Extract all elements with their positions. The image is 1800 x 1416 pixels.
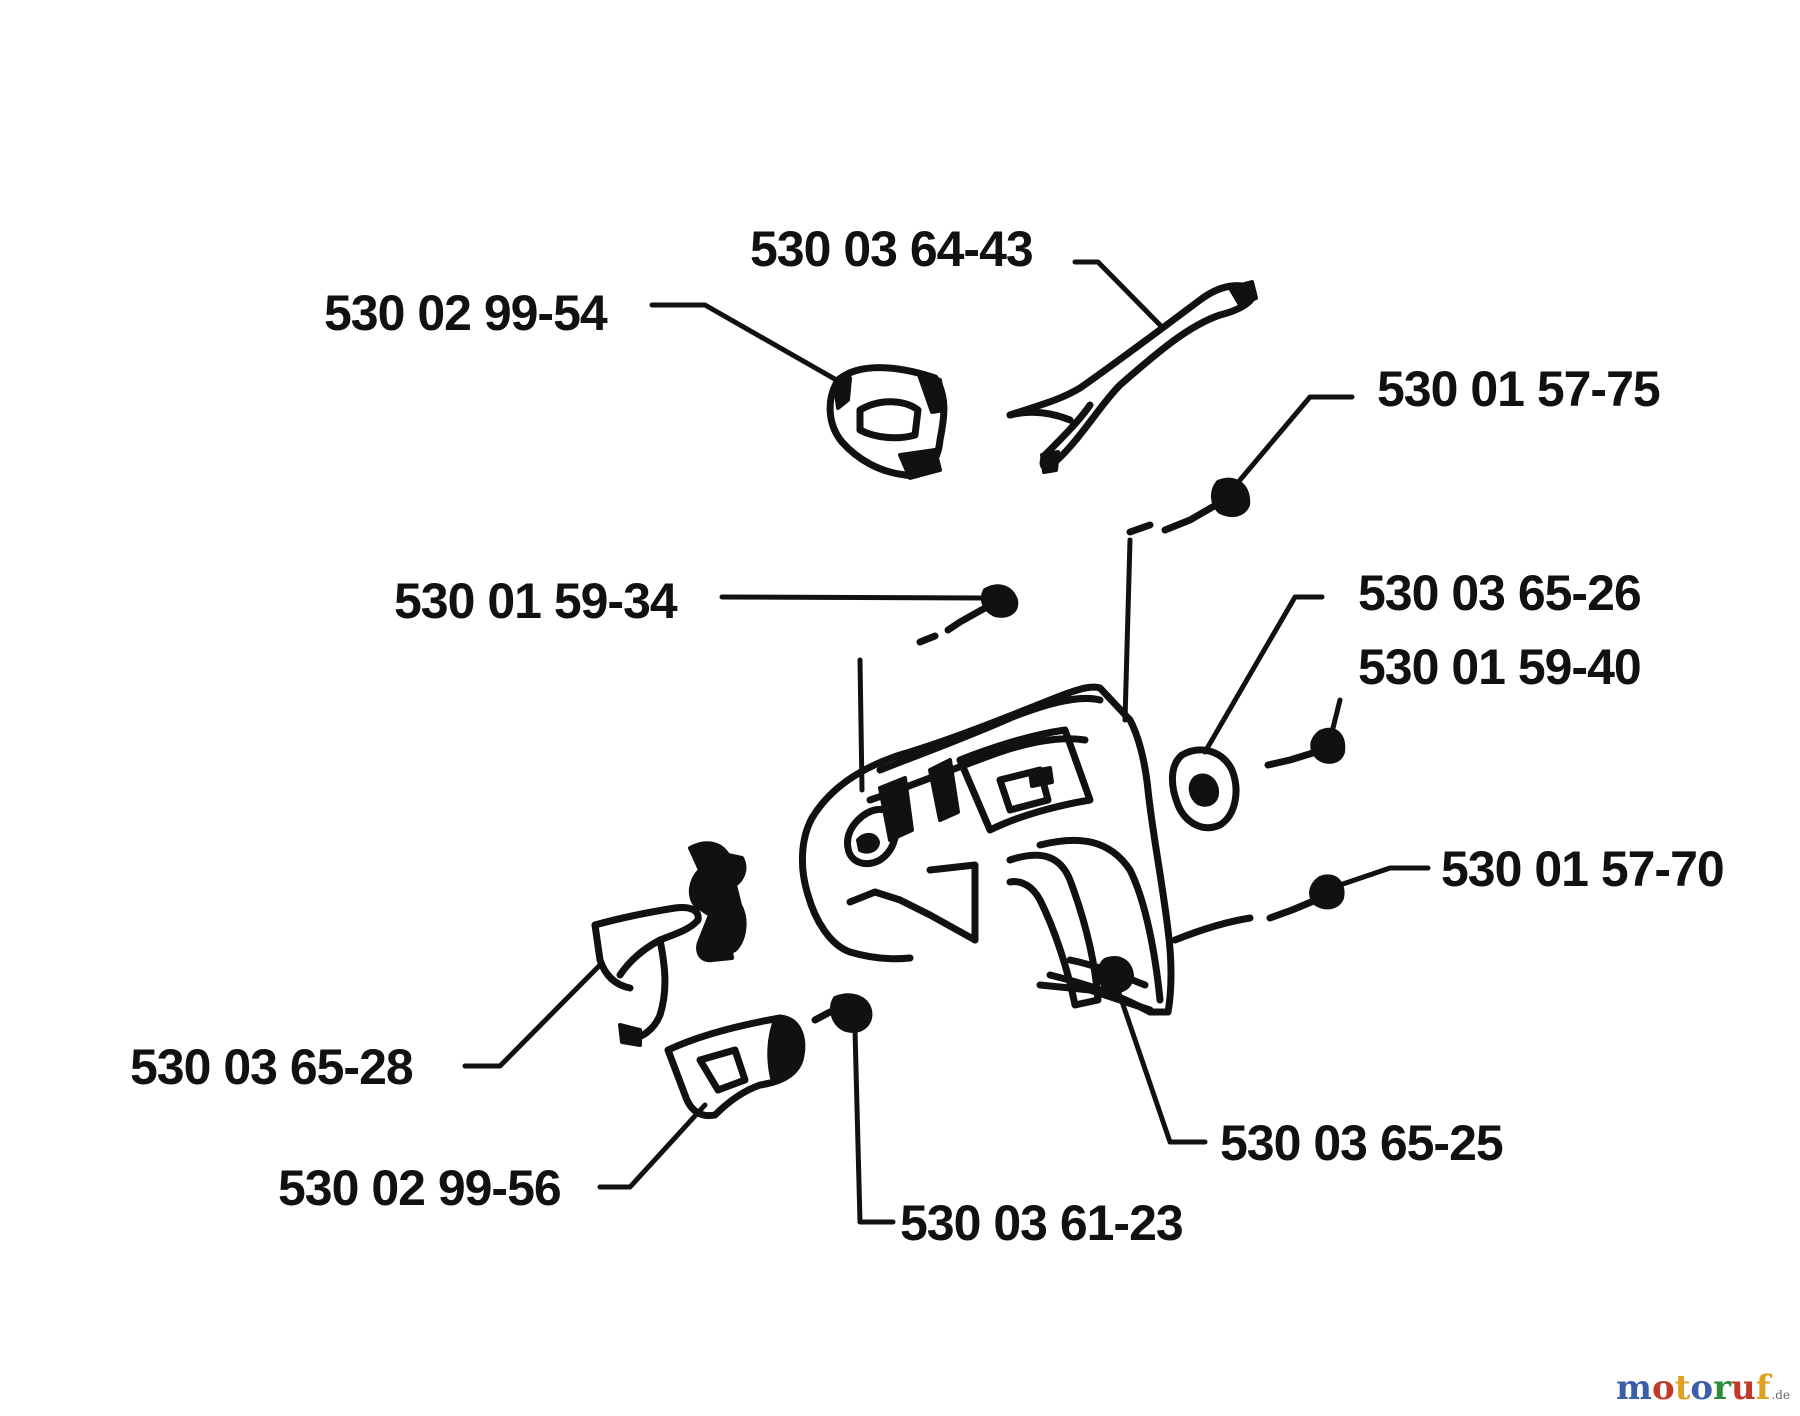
part-handle-housing	[798, 683, 1254, 1016]
part-screw-right	[1264, 727, 1346, 769]
part-number-label: 530 03 65-26	[1358, 565, 1641, 621]
part-number-label: 530 03 65-25	[1220, 1115, 1503, 1171]
leader-530-01-59-34	[719, 594, 988, 601]
part-number-label: 530 03 64-43	[750, 221, 1033, 277]
leader-530-03-65-28	[462, 962, 603, 1069]
leader-530-03-65-25	[1115, 987, 1208, 1145]
part-number-label: 530 02 99-54	[324, 285, 608, 341]
watermark-letter: f	[1755, 1368, 1771, 1408]
part-number-label: 530 03 65-28	[130, 1039, 413, 1095]
part-number-label: 530 03 61-23	[900, 1195, 1183, 1251]
part-number-label: 530 01 59-34	[394, 573, 678, 629]
watermark-letter: r	[1713, 1368, 1732, 1408]
leader-530-01-57-70	[1337, 865, 1431, 888]
site-watermark-logo: m o t o r u f .de	[1616, 1368, 1790, 1408]
watermark-letter: o	[1652, 1368, 1675, 1408]
part-number-label: 530 01 57-75	[1377, 361, 1660, 417]
leader-530-03-64-43	[1072, 259, 1163, 328]
part-screw-middle	[916, 584, 1019, 646]
part-grommet-top	[826, 364, 948, 480]
leader-530-01-59-40	[1330, 697, 1343, 731]
leader-housing-upper	[1122, 537, 1133, 723]
leader-530-03-61-23	[852, 1027, 896, 1225]
leader-530-02-99-54	[649, 302, 843, 385]
leader-530-02-99-56	[597, 1102, 708, 1190]
leader-housing-left	[857, 657, 865, 793]
watermark-letter: m	[1616, 1368, 1652, 1408]
part-clip	[811, 993, 873, 1033]
part-boot-bottom	[664, 1014, 806, 1120]
watermark-letter: o	[1690, 1368, 1714, 1408]
watermark-suffix: .de	[1771, 1388, 1790, 1402]
watermark-letter: t	[1674, 1368, 1691, 1408]
watermark-letter: u	[1731, 1368, 1756, 1408]
leader-530-01-57-75	[1237, 394, 1355, 483]
part-cable-top	[1006, 280, 1258, 474]
part-trigger-lever	[591, 841, 747, 1047]
part-screw-upper	[1126, 477, 1251, 536]
leader-530-03-65-26	[1202, 594, 1325, 755]
part-washer	[1169, 746, 1240, 832]
part-plate	[1097, 956, 1134, 994]
part-screw-lower	[1266, 874, 1345, 922]
part-number-label: 530 01 59-40	[1358, 639, 1641, 695]
part-number-label: 530 01 57-70	[1441, 841, 1724, 897]
part-number-label: 530 02 99-56	[278, 1160, 561, 1216]
